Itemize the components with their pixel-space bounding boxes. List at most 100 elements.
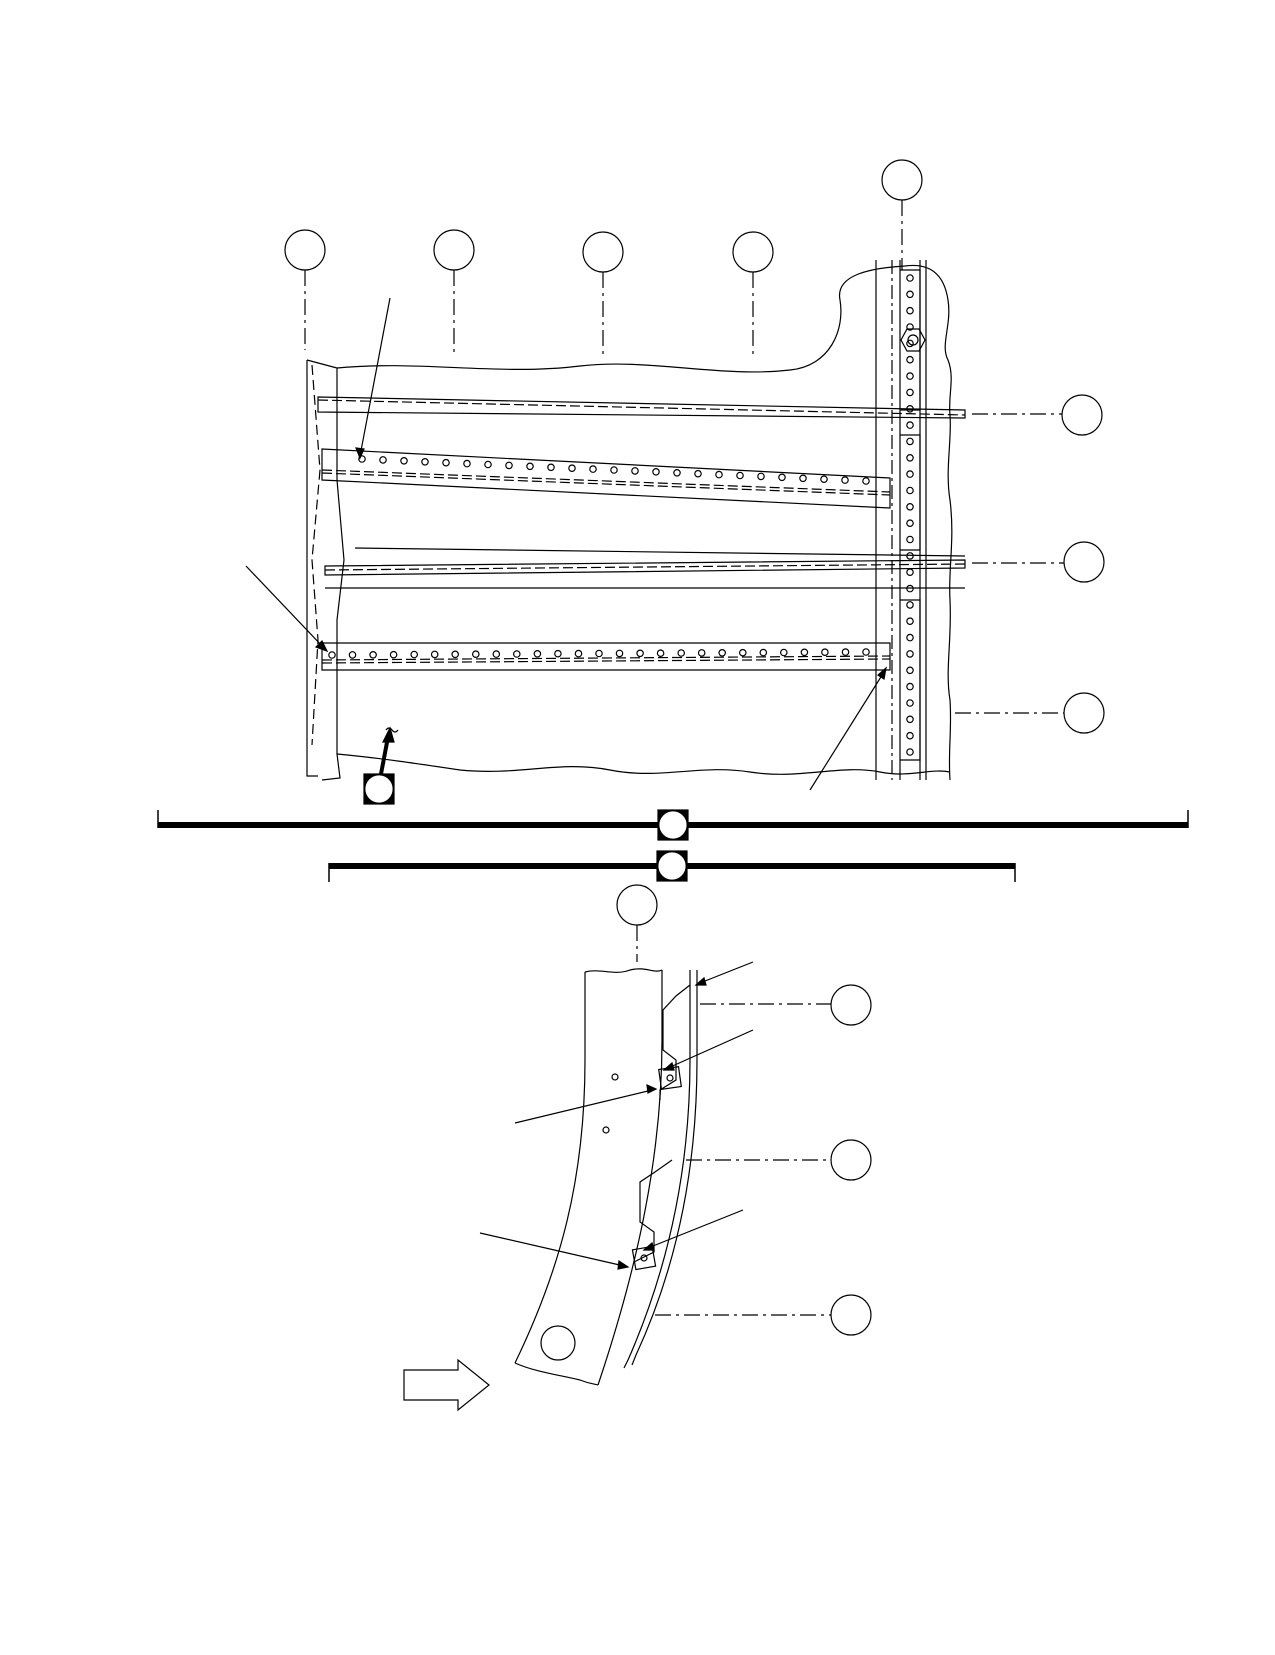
fastener-hole: [610, 466, 618, 474]
fastener-hole: [906, 372, 914, 380]
fastener-hole: [547, 463, 555, 472]
fastener-hole: [512, 650, 521, 658]
frame-clip: [900, 599, 921, 761]
doubler-hidden: [321, 655, 891, 661]
curved-frame-outer: [514, 972, 586, 1364]
fastener-hole: [906, 617, 914, 626]
panel-break-top: [336, 264, 953, 781]
fastener-hole: [906, 274, 914, 282]
fastener-hole: [379, 456, 387, 464]
pointer-arrow: [699, 961, 754, 984]
fastener-hole: [820, 475, 828, 484]
clip-hole: [666, 1074, 674, 1082]
section-marker-circle: [659, 811, 687, 839]
clip-hole: [640, 1254, 648, 1262]
fastener-hole: [906, 715, 914, 724]
tilde-mark: [385, 727, 399, 733]
fastener-hole: [906, 470, 914, 478]
pointer-arrow: [667, 1029, 754, 1069]
fastener-hole: [906, 568, 914, 577]
left-skin-edge: [306, 360, 318, 777]
arrowhead: [877, 666, 887, 681]
fastener-hole: [554, 649, 562, 658]
index-balloon: [284, 229, 326, 271]
upper-pointer-arrows: [245, 297, 887, 791]
doubler-hidden: [321, 472, 891, 496]
fastener-hole: [759, 648, 768, 657]
frame-clip: [900, 434, 921, 551]
stringer-hidden: [324, 563, 966, 571]
pointer-arrow: [359, 297, 391, 457]
index-balloons-right: [955, 394, 1105, 734]
rivet-hole: [611, 1073, 619, 1081]
stringers: [317, 396, 966, 671]
curved-frame-break-bottom: [514, 1362, 599, 1386]
fastener-hole: [471, 650, 480, 659]
fastener-hole: [410, 650, 419, 659]
fastener-hole: [906, 437, 914, 446]
fastener-hole: [906, 421, 914, 429]
index-balloons-top: [284, 159, 923, 355]
fastener-hole: [526, 462, 534, 471]
fastener-hole: [757, 472, 765, 481]
fastener-hole: [906, 535, 914, 544]
fastener-hole: [862, 648, 870, 656]
fastener-hole: [736, 471, 744, 480]
fastener-hole: [694, 469, 702, 478]
stringer-hat: [659, 984, 691, 1100]
stringer: [317, 396, 966, 419]
fastener-hole: [778, 473, 786, 482]
view-direction-marker: [363, 726, 399, 805]
fastener-hole: [348, 651, 357, 659]
lower-view: [403, 884, 872, 1412]
hex-nut: [900, 328, 926, 352]
pointer-arrow: [809, 671, 885, 791]
fastener-hole: [358, 455, 366, 463]
fastener-hole: [906, 666, 914, 675]
upper-view: [245, 159, 1105, 805]
fastener-hole: [421, 457, 429, 466]
fastener-hole: [389, 650, 398, 659]
doubler-strap: [321, 448, 891, 509]
fastener-hole: [652, 467, 660, 476]
fastener-hole: [718, 648, 727, 657]
marker-circle: [365, 775, 393, 803]
fastener-hole: [906, 682, 914, 691]
frame-clip: [900, 269, 921, 411]
fastener-hole: [505, 461, 513, 470]
fastener-hole: [568, 464, 576, 473]
index-balloon: [881, 159, 923, 201]
hex-nut-bore: [907, 334, 919, 346]
section-marker-circle: [658, 852, 686, 880]
fastener-hole: [656, 649, 665, 658]
arrowhead: [662, 1061, 675, 1071]
forward-arrow-icon: [403, 1358, 490, 1412]
fastener-hole: [738, 648, 747, 657]
fastener-hole: [906, 323, 914, 331]
fastener-hole: [906, 584, 914, 593]
doubler-hidden: [321, 469, 891, 493]
fastener-hole: [533, 649, 542, 658]
fastener-hole: [589, 465, 597, 473]
fastener-hole: [906, 355, 914, 364]
fastener-hole: [492, 650, 501, 658]
pointer-arrow: [479, 1232, 625, 1267]
fastener-hole: [906, 502, 914, 511]
stringer-hidden: [317, 399, 966, 416]
index-balloon: [582, 231, 624, 273]
fastener-hole: [400, 456, 408, 465]
left-frame-inner: [311, 364, 321, 746]
fastener-hole: [697, 649, 706, 657]
arrowhead: [355, 447, 365, 460]
index-balloon: [830, 1139, 872, 1181]
index-balloon: [830, 984, 872, 1026]
lower-pointer-arrows: [479, 961, 754, 1270]
pointer-arrow: [245, 565, 325, 649]
fastener-hole: [463, 459, 471, 468]
fastener-hole: [369, 650, 377, 659]
index-balloon: [732, 231, 774, 273]
fastener-hole: [677, 649, 686, 657]
fastener-row-upper: [358, 455, 870, 485]
fastener-hole: [906, 306, 914, 315]
fastener-hole: [328, 651, 336, 659]
